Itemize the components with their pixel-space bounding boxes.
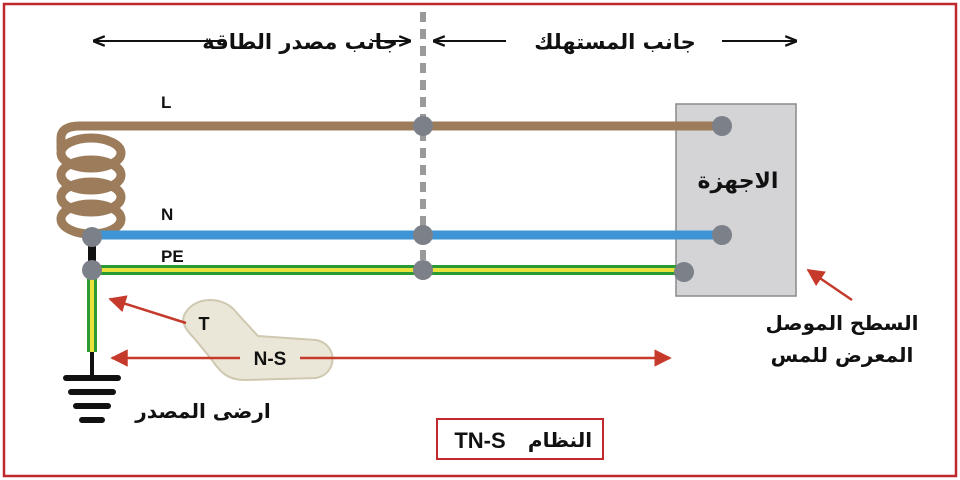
equipment-box [675, 103, 797, 297]
source-side-label: جانب مصدر الطاقة [202, 30, 398, 54]
system-title-arabic: النظام [528, 428, 592, 452]
exposed-part-arrow [806, 268, 853, 302]
exposed-part-label-line2: المعرض للمس [771, 343, 914, 367]
node-n-divider [413, 225, 433, 245]
node-pe-equipment [674, 262, 694, 282]
node-n-source [82, 227, 102, 247]
equipment-label: الاجهزة [698, 169, 779, 194]
t-label: T [199, 314, 210, 334]
wire-pe-label: PE [161, 247, 184, 266]
connection-nodes [82, 116, 732, 282]
system-title-code: TN-S [454, 428, 505, 453]
node-pe-divider [413, 260, 433, 280]
consumer-side-label: جانب المستهلك [534, 30, 696, 54]
exposed-part-label-line1: السطح الموصل [765, 311, 918, 335]
node-l-equipment [712, 116, 732, 136]
node-n-equipment [712, 225, 732, 245]
source-earth-label: ارضى المصدر [134, 399, 270, 423]
ns-label: N-S [254, 349, 287, 370]
wire-l-label: L [161, 93, 171, 112]
transformer-coil-icon [56, 121, 126, 239]
wire-n-label: N [161, 205, 173, 224]
tn-s-blob [182, 299, 334, 382]
system-title-box [436, 418, 604, 460]
node-pe-source [82, 260, 102, 280]
t-arrow [108, 295, 187, 325]
node-l-divider [413, 116, 433, 136]
earth-ground-icon [63, 375, 121, 423]
